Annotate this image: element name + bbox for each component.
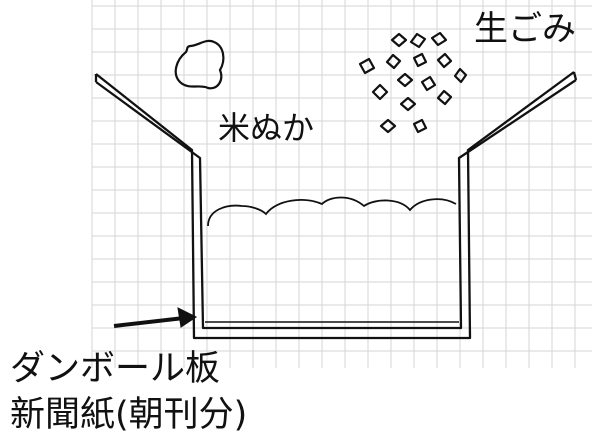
compost-box	[94, 71, 578, 340]
label-cardboard-plate: ダンボール板	[10, 349, 221, 389]
rice-bran-lump-icon	[174, 39, 225, 90]
label-rice-bran: 米ぬか	[218, 109, 315, 147]
compost-surface	[207, 196, 457, 227]
label-newspaper: 新聞紙(朝刊分)	[10, 395, 248, 435]
pointer-arrow-icon	[113, 307, 197, 328]
garbage-scraps-icon	[358, 31, 468, 134]
label-garbage: 生ごみ	[474, 9, 576, 49]
